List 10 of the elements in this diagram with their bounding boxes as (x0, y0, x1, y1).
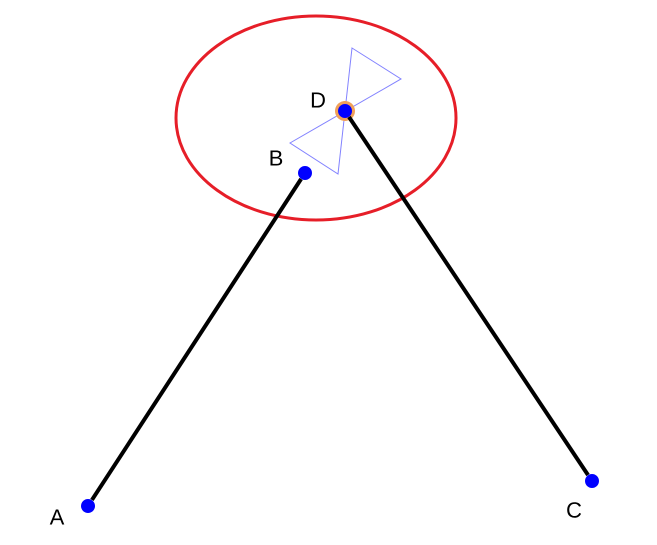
point-label: A (50, 509, 64, 525)
point (335, 100, 355, 121)
point-label: D (312, 92, 325, 108)
point (81, 498, 95, 513)
point-label: B (270, 150, 282, 166)
line-segment (90, 178, 303, 502)
point (585, 474, 599, 488)
point (298, 166, 312, 180)
point-label: C (567, 502, 582, 518)
line-segment (347, 116, 590, 476)
